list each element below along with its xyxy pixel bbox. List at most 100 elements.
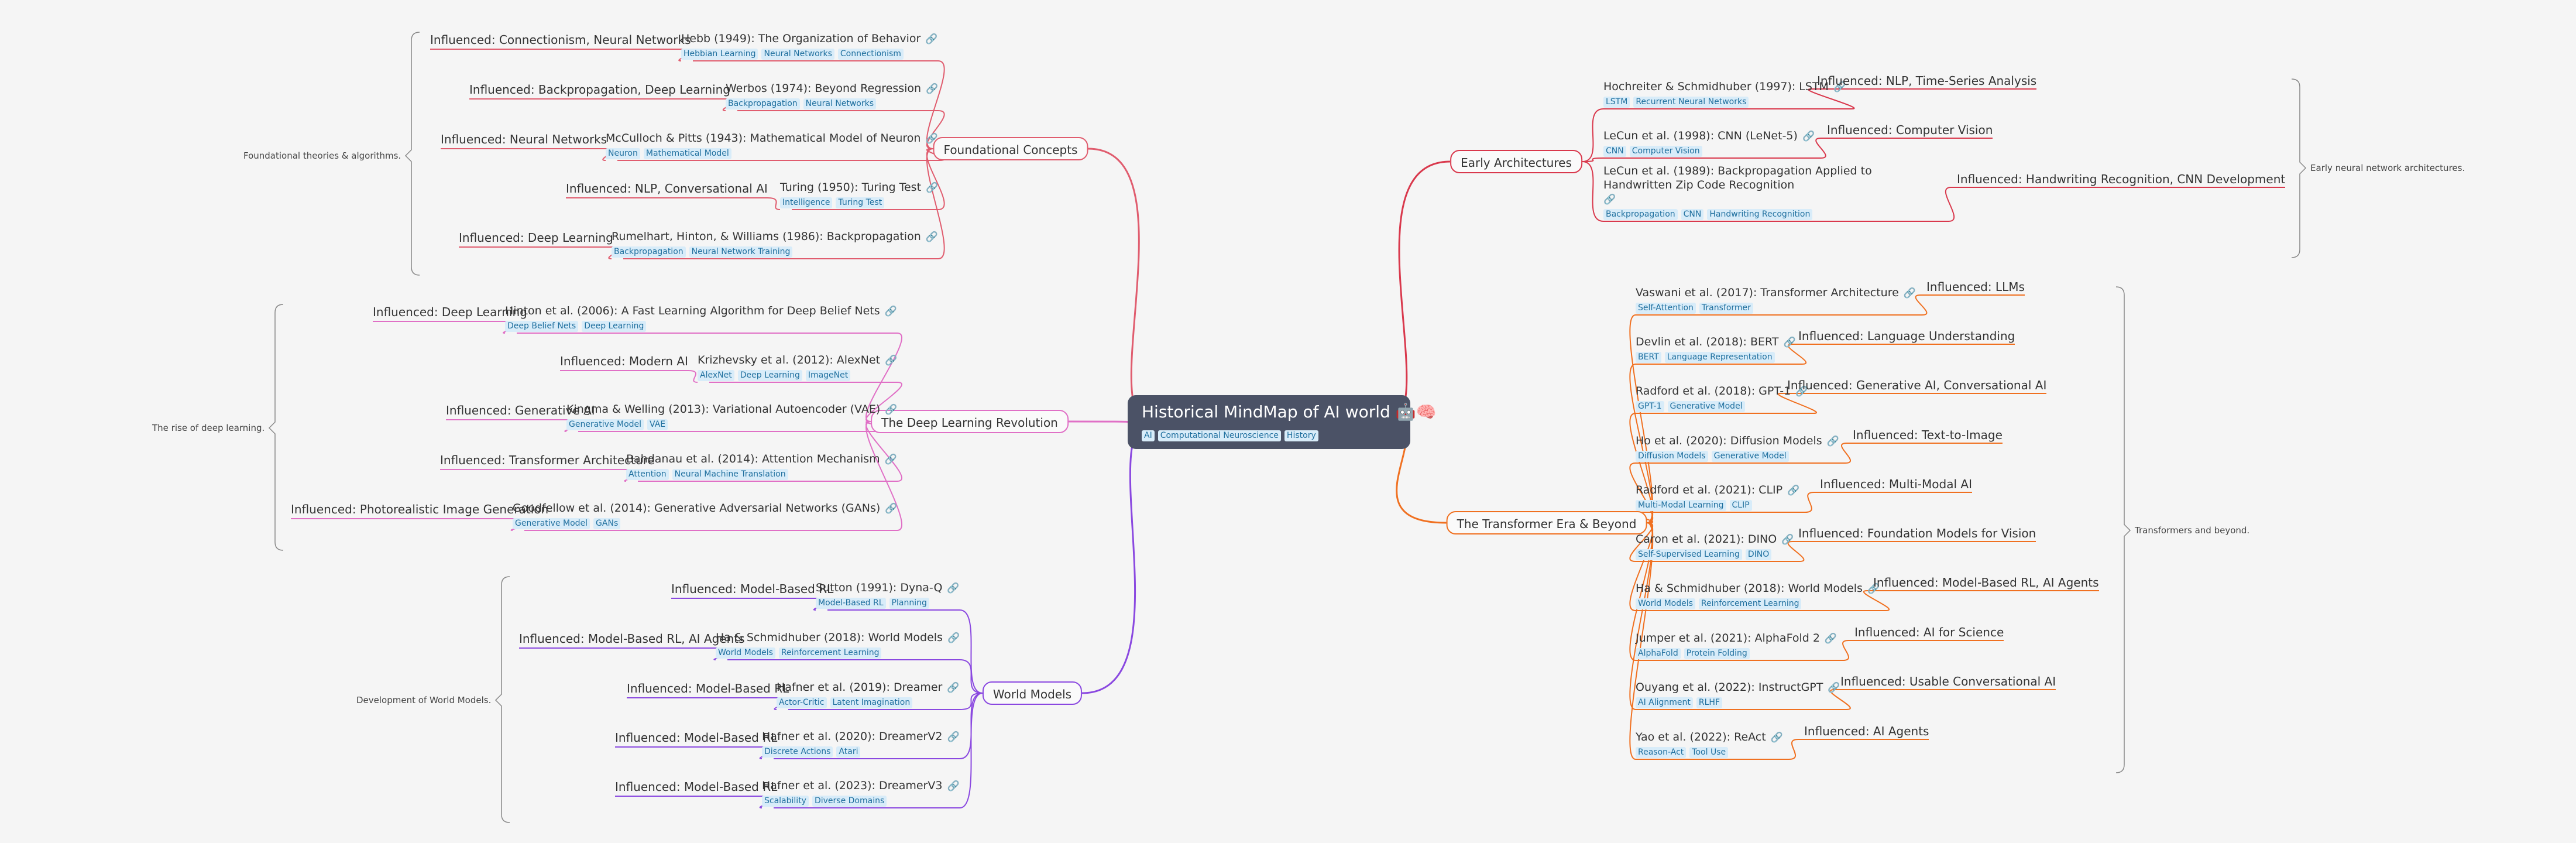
link-icon[interactable]: 🔗 xyxy=(947,780,960,792)
link-icon[interactable]: 🔗 xyxy=(947,731,960,743)
tag[interactable]: LSTM xyxy=(1603,97,1630,108)
link-icon[interactable]: 🔗 xyxy=(925,33,938,45)
tag[interactable]: World Models xyxy=(716,647,775,659)
tag[interactable]: Generative Model xyxy=(566,419,644,430)
tag[interactable]: Computer Vision xyxy=(1629,146,1702,157)
tag[interactable]: Self-Attention xyxy=(1636,303,1696,314)
link-icon[interactable]: 🔗 xyxy=(926,182,939,194)
tag[interactable]: Tool Use xyxy=(1689,747,1729,758)
tag[interactable]: History xyxy=(1284,430,1318,441)
link-icon[interactable]: 🔗 xyxy=(1603,194,1616,205)
paper-node[interactable]: Jumper et al. (2021): AlphaFold 2🔗AlphaF… xyxy=(1636,631,1837,659)
tag[interactable]: Multi-Modal Learning xyxy=(1636,500,1726,511)
paper-node[interactable]: Hafner et al. (2020): DreamerV2🔗Discrete… xyxy=(762,729,960,758)
tag[interactable]: Computational Neuroscience xyxy=(1158,430,1281,441)
tag[interactable]: CLIP xyxy=(1729,500,1752,511)
branch-world[interactable]: World Models xyxy=(982,681,1083,705)
paper-node[interactable]: Krizhevsky et al. (2012): AlexNet🔗AlexNe… xyxy=(698,353,897,381)
link-icon[interactable]: 🔗 xyxy=(1787,485,1800,496)
paper-node[interactable]: Hafner et al. (2019): Dreamer🔗Actor-Crit… xyxy=(777,680,960,708)
link-icon[interactable]: 🔗 xyxy=(925,231,938,243)
link-icon[interactable]: 🔗 xyxy=(1770,732,1783,743)
tag[interactable]: AlexNet xyxy=(698,370,734,381)
link-icon[interactable]: 🔗 xyxy=(884,306,897,317)
tag[interactable]: Backpropagation xyxy=(612,246,686,258)
tag[interactable]: Protein Folding xyxy=(1684,648,1750,659)
paper-node[interactable]: Goodfellow et al. (2014): Generative Adv… xyxy=(513,501,897,529)
link-icon[interactable]: 🔗 xyxy=(1826,436,1839,447)
paper-node[interactable]: Bahdanau et al. (2014): Attention Mechan… xyxy=(626,452,897,480)
tag[interactable]: Connectionism xyxy=(837,49,904,60)
paper-node[interactable]: LeCun et al. (1989): Backpropagation App… xyxy=(1603,164,1943,220)
tag[interactable]: Reinforcement Learning xyxy=(778,647,882,659)
link-icon[interactable]: 🔗 xyxy=(1824,633,1837,645)
tag[interactable]: Generative Model xyxy=(1667,401,1745,412)
paper-node[interactable]: Radford et al. (2021): CLIP🔗Multi-Modal … xyxy=(1636,483,1799,511)
tag[interactable]: Transformer xyxy=(1699,303,1753,314)
paper-node[interactable]: Caron et al. (2021): DINO🔗Self-Supervise… xyxy=(1636,532,1794,560)
tag[interactable]: DINO xyxy=(1745,549,1772,560)
tag[interactable]: Turing Test xyxy=(836,197,885,208)
tag[interactable]: Deep Belief Nets xyxy=(505,321,579,332)
tag[interactable]: Backpropagation xyxy=(1603,209,1678,220)
link-icon[interactable]: 🔗 xyxy=(1867,583,1880,595)
paper-node[interactable]: Rumelhart, Hinton, & Williams (1986): Ba… xyxy=(612,229,938,258)
paper-node[interactable]: Kingma & Welling (2013): Variational Aut… xyxy=(566,402,897,430)
tag[interactable]: ImageNet xyxy=(805,370,851,381)
tag[interactable]: Generative Model xyxy=(513,518,590,529)
link-icon[interactable]: 🔗 xyxy=(1833,81,1846,93)
tag[interactable]: Self-Supervised Learning xyxy=(1636,549,1742,560)
tag[interactable]: Neuron xyxy=(606,148,640,159)
tag[interactable]: Diverse Domains xyxy=(812,796,887,807)
link-icon[interactable]: 🔗 xyxy=(947,682,960,694)
paper-node[interactable]: Ho et al. (2020): Diffusion Models🔗Diffu… xyxy=(1636,434,1839,462)
paper-node[interactable]: Ha & Schmidhuber (2018): World Models🔗Wo… xyxy=(1636,581,1880,609)
link-icon[interactable]: 🔗 xyxy=(884,454,897,465)
paper-node[interactable]: Hebb (1949): The Organization of Behavio… xyxy=(681,32,938,60)
tag[interactable]: Attention xyxy=(626,469,669,480)
tag[interactable]: Planning xyxy=(889,598,929,609)
tag[interactable]: Generative Model xyxy=(1711,451,1789,462)
link-icon[interactable]: 🔗 xyxy=(947,582,960,594)
tag[interactable]: Neural Machine Translation xyxy=(672,469,788,480)
tag[interactable]: Intelligence xyxy=(780,197,833,208)
tag[interactable]: AI xyxy=(1142,430,1155,441)
link-icon[interactable]: 🔗 xyxy=(885,404,898,416)
link-icon[interactable]: 🔗 xyxy=(1903,287,1916,299)
tag[interactable]: Discrete Actions xyxy=(762,746,833,758)
tag[interactable]: Backpropagation xyxy=(726,98,800,109)
paper-node[interactable]: Hafner et al. (2023): DreamerV3🔗Scalabil… xyxy=(762,779,960,807)
link-icon[interactable]: 🔗 xyxy=(926,83,939,95)
branch-early[interactable]: Early Architectures xyxy=(1450,150,1582,173)
link-icon[interactable]: 🔗 xyxy=(1828,682,1840,694)
tag[interactable]: Actor-Critic xyxy=(777,697,827,708)
link-icon[interactable]: 🔗 xyxy=(947,632,960,644)
tag[interactable]: Neural Networks xyxy=(761,49,834,60)
branch-transformer[interactable]: The Transformer Era & Beyond xyxy=(1446,511,1647,534)
tag[interactable]: Hebbian Learning xyxy=(681,49,758,60)
link-icon[interactable]: 🔗 xyxy=(1781,534,1794,546)
link-icon[interactable]: 🔗 xyxy=(885,503,898,515)
tag[interactable]: Reason-Act xyxy=(1636,747,1687,758)
tag[interactable]: Diffusion Models xyxy=(1636,451,1708,462)
paper-node[interactable]: McCulloch & Pitts (1943): Mathematical M… xyxy=(606,131,938,159)
tag[interactable]: Atari xyxy=(836,746,861,758)
tag[interactable]: Handwriting Recognition xyxy=(1707,209,1813,220)
link-icon[interactable]: 🔗 xyxy=(1795,386,1808,397)
tag[interactable]: VAE xyxy=(647,419,668,430)
tag[interactable]: Deep Learning xyxy=(582,321,647,332)
tag[interactable]: Scalability xyxy=(762,796,809,807)
tag[interactable]: RLHF xyxy=(1696,697,1722,708)
tag[interactable]: CNN xyxy=(1603,146,1626,157)
tag[interactable]: Language Representation xyxy=(1664,352,1775,363)
link-icon[interactable]: 🔗 xyxy=(1802,131,1815,142)
tag[interactable]: Neural Network Training xyxy=(689,246,793,258)
tag[interactable]: Latent Imagination xyxy=(830,697,913,708)
